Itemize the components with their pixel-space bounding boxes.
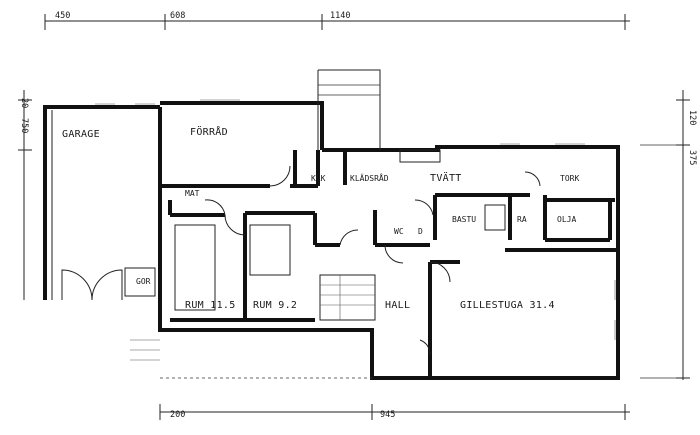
room-rum-2: RUM 9.2 [253,300,297,311]
room-rum-1: RUM 11.5 [185,300,236,311]
dim-bottom-2: 945 [380,410,395,420]
dimension-labels: 450 608 1140 20 750 120 375 200 945 [19,11,697,420]
walls [43,69,620,380]
fixtures [95,99,616,379]
dim-right-2: 375 [687,150,697,165]
dim-top-2: 608 [170,11,185,21]
room-wc: WC [394,227,404,236]
room-labels: GARAGE FÖRRÅD MAT KLK KLÄDSRÅD TVÄTT TOR… [62,125,579,311]
dim-bottom-1: 200 [170,410,185,420]
dim-right-1: 120 [687,110,697,125]
dim-left-1: 20 [19,98,29,108]
room-garage: GARAGE [62,129,100,140]
room-d: D [418,227,423,236]
dim-top-3: 1140 [330,11,350,21]
room-ra: RA [517,215,527,224]
room-gor: GOR [136,277,151,286]
room-hall: HALL [385,300,410,311]
room-tork: TORK [560,174,579,183]
room-bastu: BASTU [452,215,476,224]
room-tvatt: TVÄTT [430,171,462,184]
doors [61,165,541,356]
room-forrad: FÖRRÅD [190,125,228,138]
dim-left-2: 750 [19,118,29,133]
room-olja: OLJA [557,215,576,224]
dim-top-1: 450 [55,11,70,21]
room-klk: KLK [311,174,326,183]
room-mat: MAT [185,189,200,198]
room-gillestuga: GILLESTUGA 31.4 [460,300,555,311]
room-klodsrad: KLÄDSRÅD [350,172,389,183]
dimension-lines [18,14,690,420]
